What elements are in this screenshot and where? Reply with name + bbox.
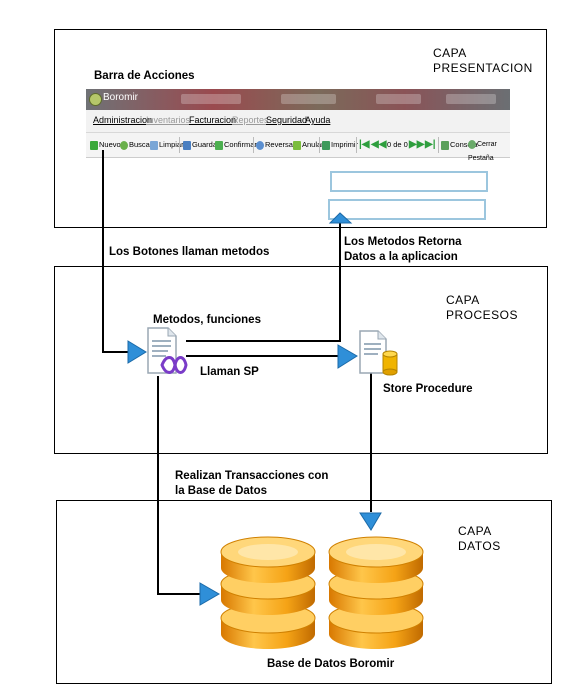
confirmar-button[interactable]: Confirmar (215, 138, 257, 152)
confirmar-label: Confirmar (224, 140, 257, 149)
data-title-line2: DATOS (458, 539, 501, 553)
checkmark-icon (215, 140, 223, 150)
cerrar-pestana-button[interactable]: Cerrar Pestaña (468, 138, 510, 162)
app-window-title: Boromir (103, 92, 139, 103)
last-record-button[interactable]: ▶| (425, 139, 436, 150)
menu-ayuda[interactable]: Ayuda (305, 115, 331, 125)
app-toolbar: Nuevo Buscar Limpiar Guardar Confirmar R… (86, 133, 510, 162)
cerrar-pestana-label: Cerrar Pestaña (468, 141, 497, 162)
buscar-button[interactable]: Buscar (120, 138, 152, 152)
presentation-layer-title: CAPA PRESENTACION (433, 46, 533, 76)
consola-label: Consola (450, 140, 478, 149)
toolbar-separator (356, 137, 357, 153)
console-icon (441, 140, 449, 150)
limpiar-label: Limpiar (159, 140, 184, 149)
database-icon (220, 536, 316, 649)
anular-button[interactable]: Anular (293, 138, 324, 152)
imprimir-label: Imprimir (331, 140, 359, 149)
call-sp-label: Llaman SP (200, 366, 259, 378)
eraser-icon (150, 140, 158, 150)
record-counter: 0 de 0 (387, 140, 408, 149)
arrow-up-icon (328, 212, 353, 224)
result-field-1[interactable] (330, 171, 488, 192)
arrow-right-icon (127, 340, 147, 364)
buttons-to-methods-line (102, 150, 128, 353)
data-title-line1: CAPA (458, 524, 492, 538)
blurred-tab (376, 94, 421, 104)
magnifier-icon (120, 140, 128, 150)
transactions-line1: Realizan Transacciones con (175, 470, 329, 482)
app-window: Boromir Administracion Inventarios Factu… (86, 89, 510, 162)
reversar-button[interactable]: Reversar (256, 138, 295, 152)
presentation-title-line2: PRESENTACION (433, 61, 533, 75)
database-icon (328, 536, 424, 649)
process-layer-title: CAPA PROCESOS (446, 293, 518, 323)
methods-functions-label: Metodos, funciones (153, 314, 261, 326)
app-titlebar: Boromir (86, 89, 510, 110)
toolbar-separator (253, 137, 254, 153)
arrow-down-icon (359, 512, 382, 531)
limpiar-button[interactable]: Limpiar (150, 138, 184, 152)
result-field-2[interactable] (328, 199, 486, 220)
app-logo-icon (89, 93, 102, 106)
menu-inventarios[interactable]: Inventarios (146, 115, 191, 125)
nuevo-button[interactable]: Nuevo (90, 138, 121, 152)
floppy-icon (183, 140, 191, 150)
menu-administracion[interactable]: Administracion (93, 115, 153, 125)
methods-to-app-line (186, 222, 341, 342)
arrow-right-icon (337, 344, 358, 369)
methods-return-label: Los Metodos Retorna Datos a la aplicacio… (344, 235, 462, 265)
first-record-button[interactable]: |◀ (359, 139, 370, 150)
guardar-button[interactable]: Guardar (183, 138, 220, 152)
action-bar-label: Barra de Acciones (94, 70, 195, 82)
printer-icon (322, 140, 330, 150)
database-label: Base de Datos Boromir (267, 658, 395, 670)
stored-procedure-icon (359, 330, 398, 376)
buttons-call-methods-label: Los Botones llaman metodos (109, 246, 270, 258)
process-layer (54, 266, 548, 454)
close-tab-icon (468, 139, 476, 149)
next-record-button[interactable]: ▶▶ (409, 139, 425, 150)
app-menubar: Administracion Inventarios Facturacion R… (86, 110, 510, 133)
prev-record-button[interactable]: ◀◀ (371, 139, 387, 150)
consola-button[interactable]: Consola (441, 138, 478, 152)
nuevo-label: Nuevo (99, 140, 121, 149)
menu-reportes[interactable]: Reportes (232, 115, 269, 125)
methods-return-line2: Datos a la aplicacion (344, 251, 458, 263)
imprimir-button[interactable]: Imprimir (322, 138, 358, 152)
data-layer-title: CAPA DATOS (458, 524, 501, 554)
toolbar-separator (179, 137, 180, 153)
methods-return-line1: Los Metodos Retorna (344, 236, 462, 248)
reversar-label: Reversar (265, 140, 296, 149)
transactions-line2: la Base de Datos (175, 485, 268, 497)
transactions-label: Realizan Transacciones con la Base de Da… (175, 469, 328, 499)
toolbar-separator (319, 137, 320, 153)
presentation-title-line1: CAPA (433, 46, 467, 60)
blurred-tab (446, 94, 496, 104)
undo-icon (256, 140, 264, 150)
blurred-tab (181, 94, 241, 104)
plus-icon (90, 140, 98, 150)
process-title-line2: PROCESOS (446, 308, 519, 322)
buscar-label: Buscar (129, 140, 153, 149)
stored-procedure-label: Store Procedure (383, 383, 473, 395)
menu-facturacion[interactable]: Facturacion (189, 115, 237, 125)
anular-label: Anular (302, 140, 324, 149)
cancel-icon (293, 140, 301, 150)
toolbar-separator (438, 137, 439, 153)
method-document-icon (147, 327, 188, 374)
methods-to-db-line (157, 376, 200, 595)
blurred-tab (281, 94, 336, 104)
process-title-line1: CAPA (446, 293, 480, 307)
menu-seguridad[interactable]: Seguridad (266, 115, 308, 125)
arrow-right-icon (199, 582, 220, 606)
guardar-label: Guardar (192, 140, 220, 149)
